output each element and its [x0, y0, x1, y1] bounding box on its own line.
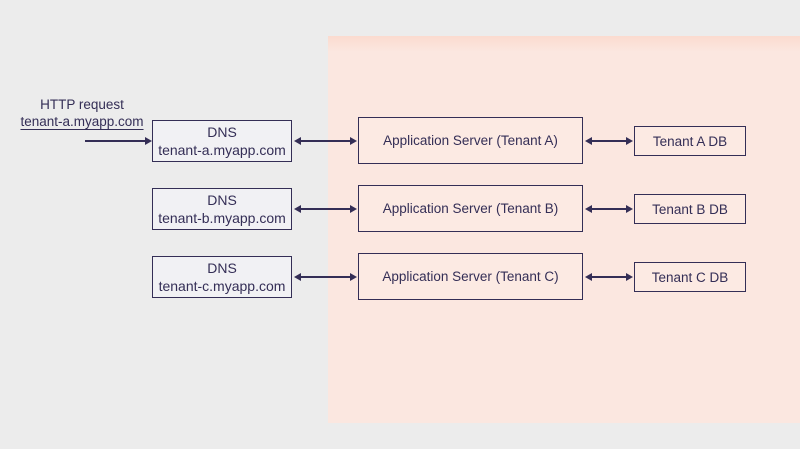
arrowhead-right — [626, 273, 633, 281]
arrowhead-right — [350, 205, 357, 213]
arrow-shaft — [301, 208, 350, 210]
arrowhead-left — [585, 137, 592, 145]
arrow-shaft — [85, 140, 145, 142]
dns-box-tenant-c: DNS tenant-c.myapp.com — [152, 256, 292, 298]
arrowhead-left — [585, 273, 592, 281]
dns-title: DNS — [207, 260, 237, 276]
dns-title: DNS — [207, 124, 237, 140]
arrowhead-left — [294, 273, 301, 281]
http-request-label: HTTP request tenant-a.myapp.com — [16, 96, 148, 130]
db-box-tenant-c: Tenant C DB — [634, 262, 746, 292]
arrow-shaft — [592, 140, 626, 142]
db-label: Tenant B DB — [652, 201, 728, 217]
arrow-app-db-tenant-a — [585, 135, 633, 147]
http-request-hostname: tenant-a.myapp.com — [20, 114, 144, 129]
arrow-shaft — [592, 208, 626, 210]
db-box-tenant-a: Tenant A DB — [634, 126, 746, 156]
dns-box-tenant-a: DNS tenant-a.myapp.com — [152, 120, 292, 162]
http-request-arrow — [85, 135, 152, 147]
arrowhead-left — [585, 205, 592, 213]
arrow-dns-app-tenant-b — [294, 203, 357, 215]
dns-host: tenant-a.myapp.com — [158, 142, 286, 158]
arrowhead-left — [294, 137, 301, 145]
dns-title: DNS — [207, 192, 237, 208]
arrow-shaft — [301, 140, 350, 142]
arrow-shaft — [301, 276, 350, 278]
app-server-box-tenant-b: Application Server (Tenant B) — [358, 185, 583, 232]
arrowhead-right — [626, 205, 633, 213]
arrowhead-right — [145, 137, 152, 145]
arrow-dns-app-tenant-a — [294, 135, 357, 147]
http-request-text: HTTP request — [40, 97, 124, 112]
db-box-tenant-b: Tenant B DB — [634, 194, 746, 224]
app-server-label: Application Server (Tenant C) — [382, 269, 559, 284]
arrow-app-db-tenant-b — [585, 203, 633, 215]
arrow-app-db-tenant-c — [585, 271, 633, 283]
db-label: Tenant C DB — [651, 269, 729, 285]
dns-host: tenant-b.myapp.com — [158, 210, 286, 226]
arrowhead-right — [350, 273, 357, 281]
db-label: Tenant A DB — [652, 133, 728, 149]
arrowhead-right — [350, 137, 357, 145]
app-server-box-tenant-c: Application Server (Tenant C) — [358, 253, 583, 300]
arrow-dns-app-tenant-c — [294, 271, 357, 283]
dns-box-tenant-b: DNS tenant-b.myapp.com — [152, 188, 292, 230]
app-server-label: Application Server (Tenant B) — [382, 201, 559, 216]
dns-host: tenant-c.myapp.com — [158, 278, 286, 294]
app-server-box-tenant-a: Application Server (Tenant A) — [358, 117, 583, 164]
arrowhead-left — [294, 205, 301, 213]
app-server-label: Application Server (Tenant A) — [383, 133, 558, 148]
arrow-shaft — [592, 276, 626, 278]
arrowhead-right — [626, 137, 633, 145]
